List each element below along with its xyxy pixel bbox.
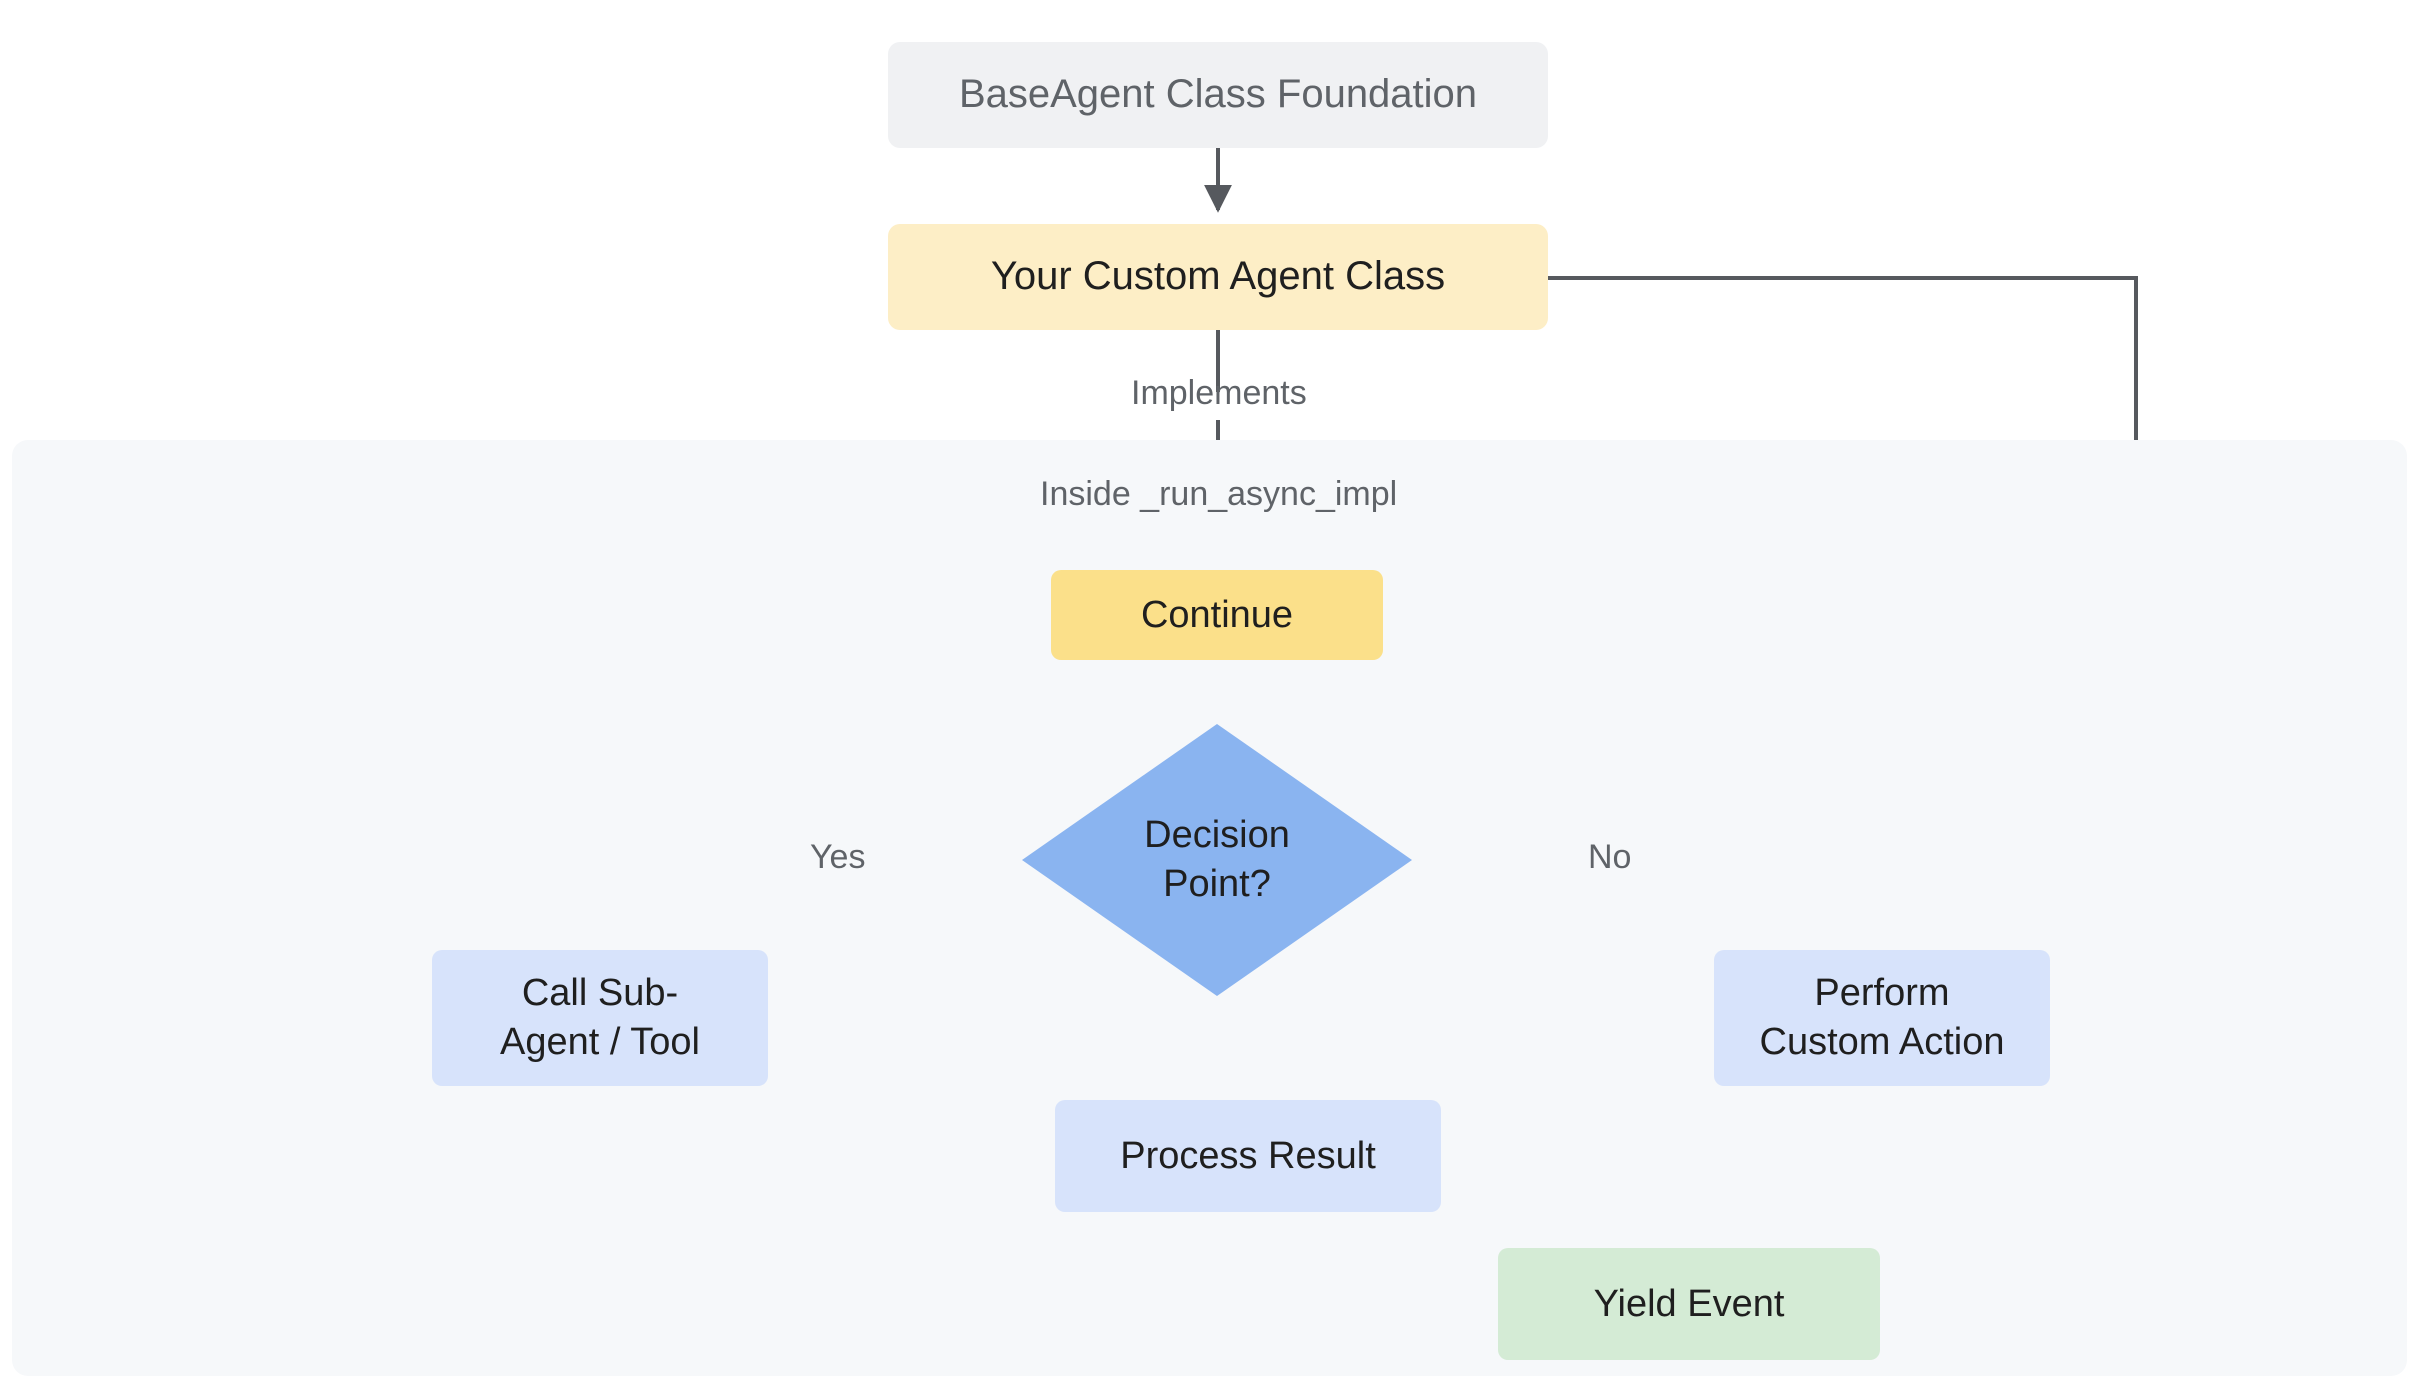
node-base-agent-class-foundation[interactable]: BaseAgent Class Foundation — [888, 42, 1548, 148]
node-process-result[interactable]: Process Result — [1055, 1100, 1441, 1212]
edge-label-inside-run-async-impl: Inside _run_async_impl — [1040, 475, 1398, 513]
node-your-custom-agent-class[interactable]: Your Custom Agent Class — [888, 224, 1548, 330]
edge-label-no: No — [1588, 838, 1632, 876]
edge-label-implements: Implements — [1131, 374, 1307, 412]
node-decision-point[interactable]: Decision Point? — [1022, 724, 1412, 996]
node-call-sub-agent-tool[interactable]: Call Sub- Agent / Tool — [432, 950, 768, 1086]
node-decision-point-label: Decision Point? — [1144, 814, 1290, 905]
edge-label-yes: Yes — [810, 838, 866, 876]
node-yield-event[interactable]: Yield Event — [1498, 1248, 1880, 1360]
node-continue[interactable]: Continue — [1051, 570, 1383, 660]
node-perform-custom-action[interactable]: Perform Custom Action — [1714, 950, 2050, 1086]
